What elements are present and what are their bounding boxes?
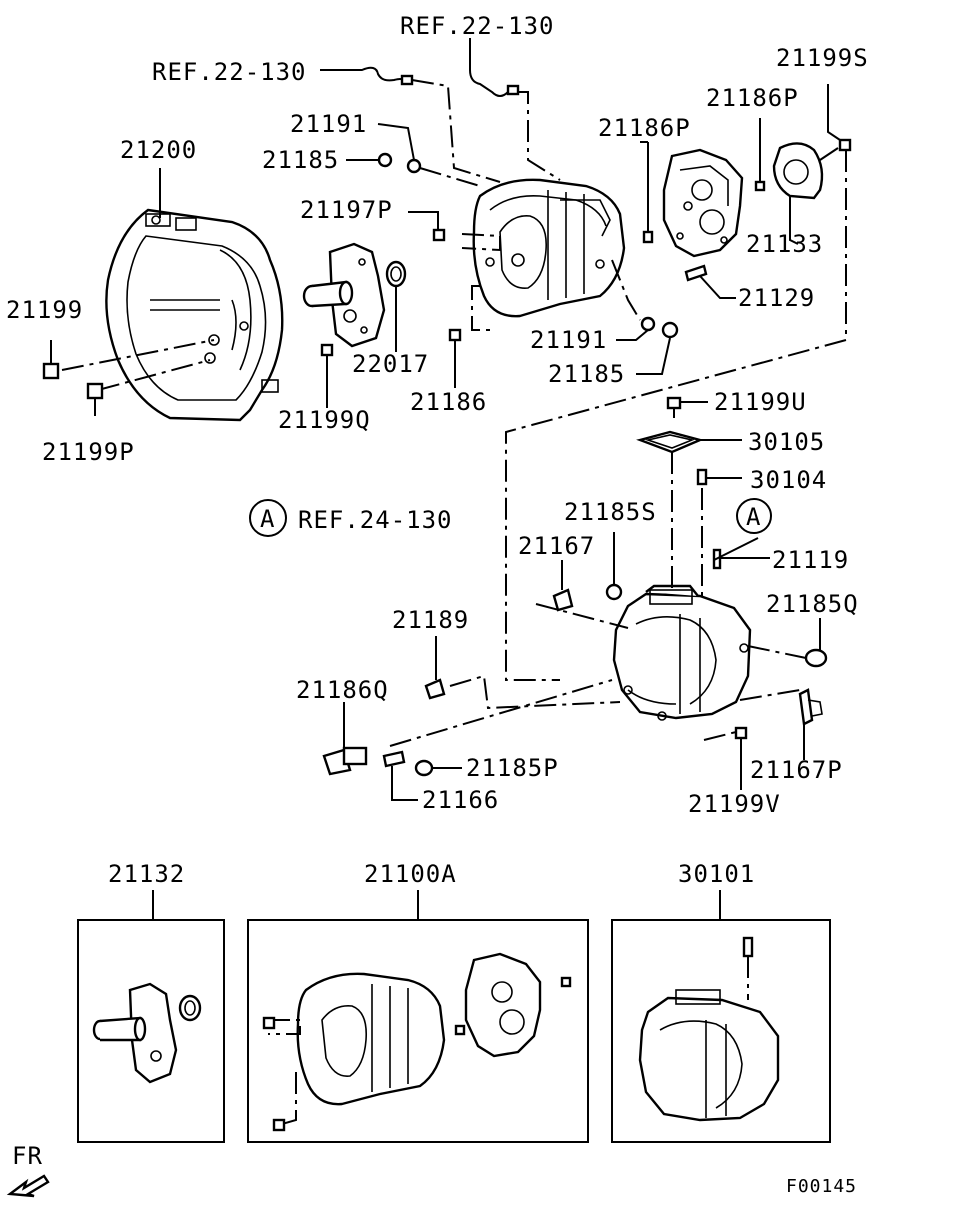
plug-21185Q [747,618,828,668]
bolt-21199P [86,359,211,416]
washer-21191-mid [611,259,656,341]
ref-marker-a-lower-text: A [746,503,761,531]
washer-21191-top [377,123,481,187]
clutch-housing-21200 [105,208,284,422]
part-label-21186P-right: 21186P [706,84,799,112]
dowel-21186P-right [754,118,766,192]
bracket-21167P [739,688,823,760]
part-label-21185P: 21185P [466,754,559,782]
sensor-21186Q [322,702,368,776]
part-label-21129: 21129 [738,284,815,312]
pin-21197P [408,211,446,242]
bolt-21199S [819,84,852,161]
part-label-21191-top: 21191 [290,110,367,138]
bolt-21199V [703,726,748,790]
pin-30104 [696,468,742,600]
dowel-21186 [448,328,462,388]
part-label-21167P: 21167P [750,756,843,784]
ref-marker-a-lower [736,498,772,534]
pin-21166 [382,750,418,801]
part-label-21119: 21119 [772,546,849,574]
part-label-21186Q: 21186Q [296,676,389,704]
assembly-label-21132: 21132 [108,860,185,888]
part-label-21185-mid: 21185 [548,360,625,388]
assembly-label-21100A: 21100A [364,860,457,888]
part-label-21186P-left: 21186P [598,114,691,142]
part-label-21185-top: 21185 [262,146,339,174]
gasket-21133 [772,142,824,245]
part-label-21186: 21186 [410,388,487,416]
bolt-21199 [42,339,215,380]
assembly-box-21132 [77,890,225,1143]
part-label-21199P: 21199P [42,438,135,466]
plug-21185-mid [636,321,679,375]
plug-21185S [605,532,623,601]
part-label-21199U: 21199U [714,388,807,416]
part-label-21200: 21200 [120,136,197,164]
part-label-21166: 21166 [422,786,499,814]
plug-21185P [414,759,462,777]
front-marker-label: FR [12,1142,43,1170]
part-label-30105: 30105 [748,428,825,456]
bracket-21167 [552,560,574,612]
transmission-case-top [461,178,626,331]
assembly-box-30101 [611,890,831,1143]
part-label-21199Q: 21199Q [278,406,371,434]
part-label-21197P: 21197P [300,196,393,224]
switch-21189 [424,636,446,700]
part-label-30104: 30104 [750,466,827,494]
part-label-21167: 21167 [518,532,595,560]
centerline-assembly [505,150,847,681]
part-label-21185S: 21185S [564,498,657,526]
ref-label-section-a: REF.24-130 [298,506,453,534]
part-label-22017: 22017 [352,350,429,378]
front-arrow-icon [6,1174,50,1198]
part-label-21133: 21133 [746,230,823,258]
assembly-label-30101: 30101 [678,860,755,888]
part-label-21199V: 21199V [688,790,781,818]
wire-harness-top [469,38,561,181]
front-bearing-retainer [302,242,386,348]
pin-21119 [712,537,770,570]
dowel-21186P-left [642,142,654,244]
ref-label-wire-top: REF.22-130 [400,12,555,40]
assembly-box-21100A [247,890,589,1143]
ref-marker-a-text: A [260,505,275,533]
adapter-plate [662,148,744,258]
figure-code: F00145 [786,1176,857,1197]
part-label-21185Q: 21185Q [766,590,859,618]
bolt-21129 [684,264,736,299]
wire-harness-left [320,66,501,183]
part-label-21199S: 21199S [776,44,869,72]
bolt-21199Q [320,343,334,408]
bolt-21199U [666,396,708,418]
part-label-21189: 21189 [392,606,469,634]
part-label-21199: 21199 [6,296,83,324]
gasket-30105 [636,430,742,592]
extension-housing [389,584,752,747]
part-label-21191-mid: 21191 [530,326,607,354]
oil-seal-22017 [385,260,407,352]
ref-label-wire-left: REF.22-130 [152,58,307,86]
plug-21185-top [346,152,393,168]
ref-marker-a-main [249,499,287,537]
